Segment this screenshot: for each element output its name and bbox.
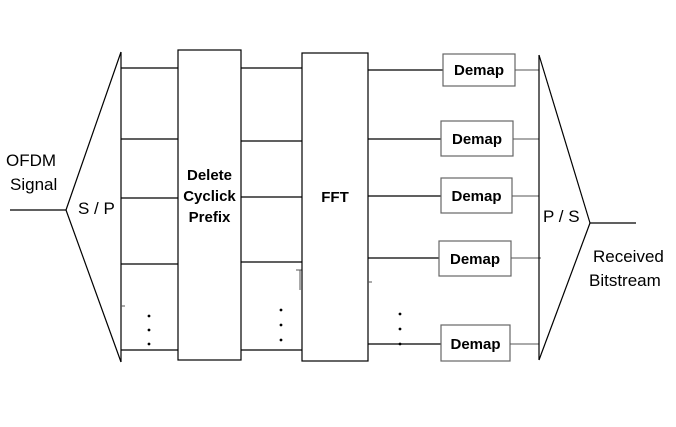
demap-label-2: Demap [452, 131, 502, 148]
ps-converter [538, 54, 591, 361]
ellipsis-dots-1 [147, 314, 151, 346]
demap-block-1 [442, 53, 516, 87]
cp-to-fft-lines [241, 67, 302, 351]
fft-block [301, 52, 369, 362]
sp-label: S / P [78, 199, 115, 218]
output-label-line2: Bitstream [589, 271, 661, 290]
ellipsis-dots-2 [279, 308, 283, 342]
demap-label-3: Demap [451, 188, 501, 205]
ps-label: P / S [543, 207, 580, 226]
fft-label: FFT [321, 189, 349, 206]
demap-label-1: Demap [454, 62, 504, 79]
demap-label-5: Demap [450, 336, 500, 353]
delete-cp-label-line3: Prefix [189, 209, 231, 226]
demap-block-2 [440, 120, 514, 157]
input-label-line1: OFDM [6, 151, 56, 170]
sp-converter [65, 51, 122, 363]
delete-cp-label-line1: Delete [187, 167, 232, 184]
demap-block-3 [440, 177, 513, 214]
fft-to-demap-lines [368, 69, 443, 345]
demap-label-4: Demap [450, 251, 500, 268]
demap-to-ps-lines [510, 69, 541, 345]
sp-to-cp-lines [121, 67, 178, 351]
input-label-line2: Signal [10, 175, 57, 194]
delete-cp-label-line2: Cyclick [183, 188, 236, 205]
delete-cp-block [177, 49, 242, 361]
output-label-line1: Received [593, 247, 664, 266]
ellipsis-dots-3 [398, 312, 402, 346]
demap-block-5 [440, 324, 511, 362]
demap-block-4 [438, 240, 512, 277]
